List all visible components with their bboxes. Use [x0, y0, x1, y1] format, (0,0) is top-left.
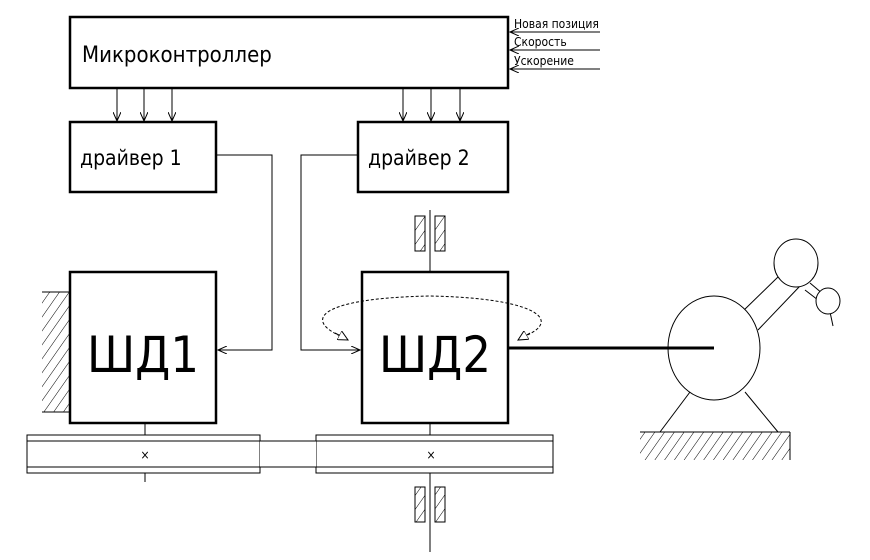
belt-transmission [26, 434, 554, 474]
driver-1-block: драйвер 1 [68, 120, 218, 194]
driver-2-block: драйвер 2 [356, 120, 510, 194]
input-new-position: Новая позиция [514, 17, 599, 31]
input-speed: Скорость [514, 35, 567, 49]
control-lines [117, 88, 460, 121]
bearing-bottom [414, 486, 446, 523]
microcontroller-block: Микроконтроллер [68, 15, 510, 90]
pulley-1-center: × [140, 448, 149, 462]
input-acceleration: Ускорение [514, 54, 574, 68]
rotation-arrow [322, 295, 542, 340]
driver-2-label: драйвер 2 [368, 146, 470, 170]
bearing-top [414, 215, 446, 252]
pulley-2-center: × [426, 448, 435, 462]
motor-1-mount-hatch [42, 292, 70, 412]
motor-1-label: ШД1 [87, 326, 199, 384]
wire-driver1-motor1 [216, 154, 273, 350]
driver-1-label: драйвер 1 [80, 146, 182, 170]
wire-driver2-motor2 [300, 154, 360, 350]
motor-1-block: ШД1 [68, 270, 218, 425]
microcontroller-label: Микроконтроллер [82, 43, 272, 68]
motor-2-block: ШД2 [360, 270, 510, 425]
robot-base [640, 431, 791, 460]
motor-2-label: ШД2 [379, 326, 491, 384]
input-signals: Новая позиция Скорость Ускорение [510, 17, 600, 69]
robot-arm [659, 238, 841, 433]
